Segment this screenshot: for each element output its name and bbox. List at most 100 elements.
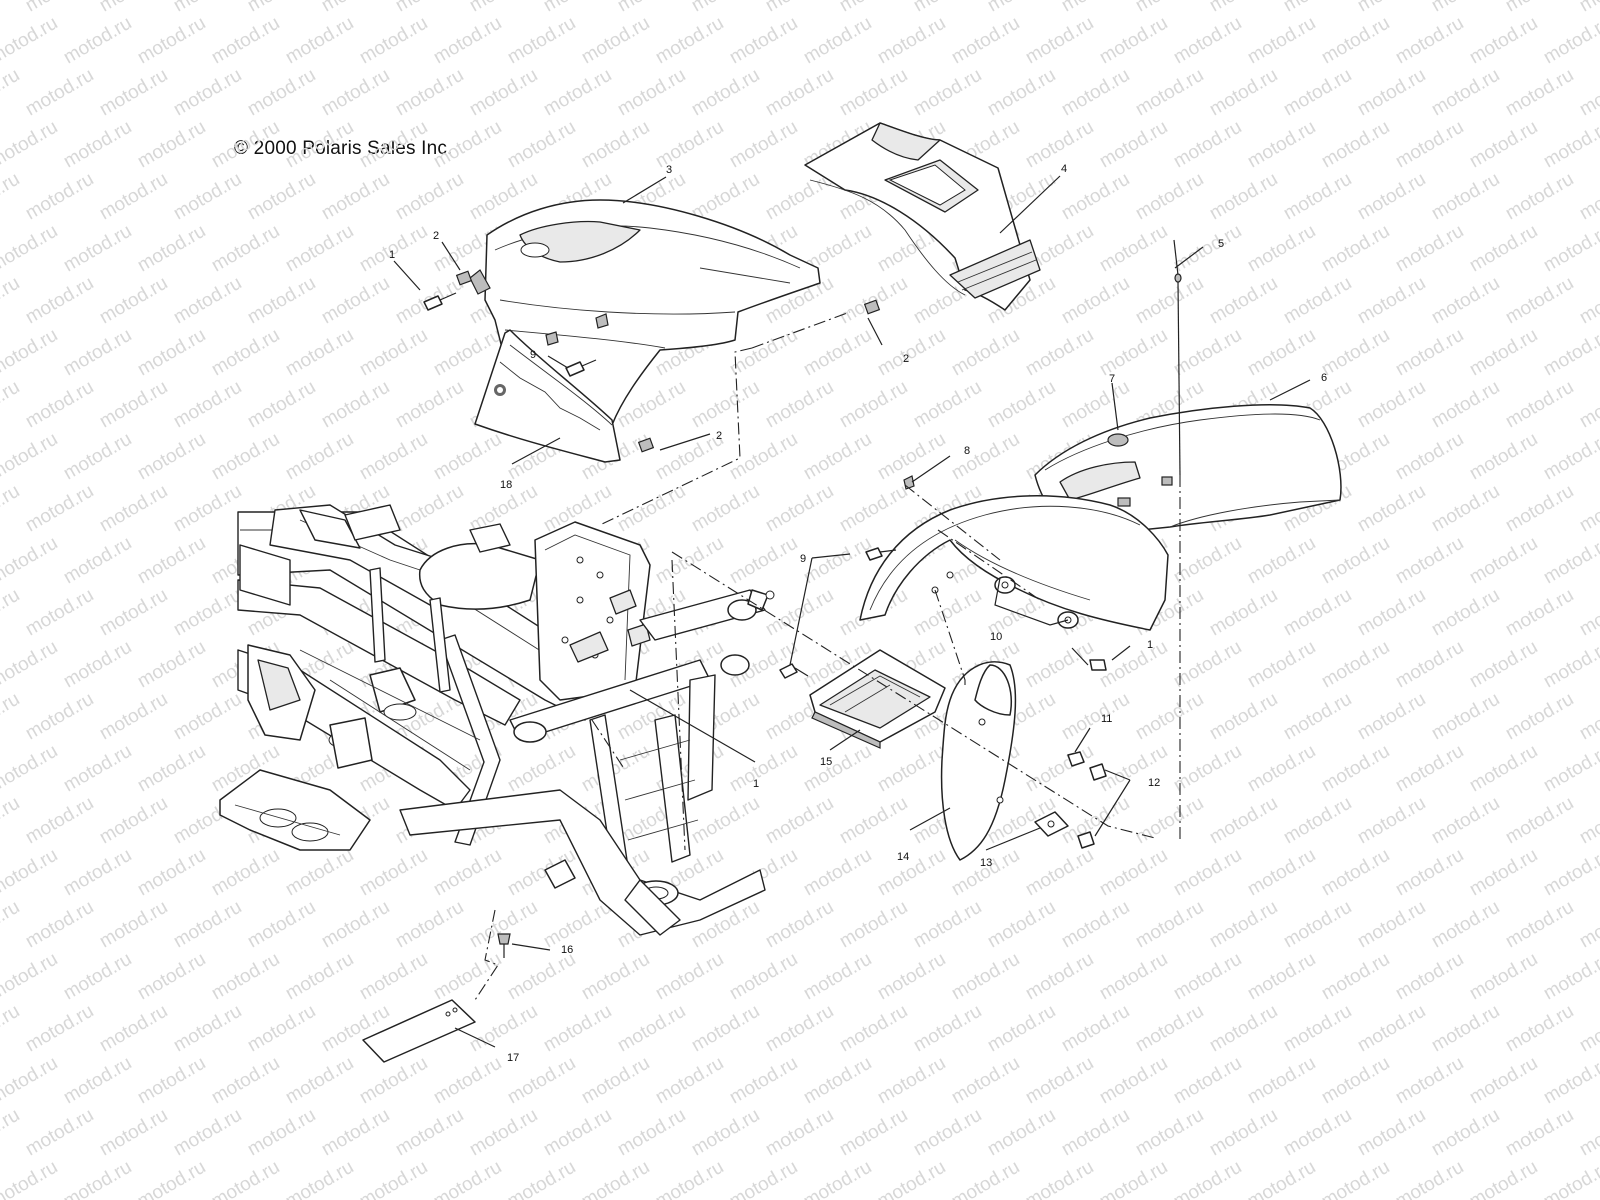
watermark-text: motod.ru (1206, 689, 1281, 745)
watermark-text: motod.ru (1280, 1001, 1355, 1057)
watermark-text: motod.ru (1428, 273, 1503, 329)
watermark-text: motod.ru (1428, 689, 1503, 745)
watermark-text: motod.ru (726, 13, 801, 69)
watermark-text: motod.ru (1428, 169, 1503, 225)
watermark-text: motod.ru (356, 1157, 431, 1200)
watermark-text: motod.ru (356, 949, 431, 1005)
watermark-text: motod.ru (762, 897, 837, 953)
watermark-text: motod.ru (1576, 1001, 1600, 1057)
watermark-text: motod.ru (1058, 793, 1133, 849)
watermark-text: motod.ru (1502, 0, 1577, 16)
watermark-text: motod.ru (1022, 741, 1097, 797)
watermark-text: motod.ru (1170, 221, 1245, 277)
watermark-text: motod.ru (1280, 897, 1355, 953)
watermark-text: motod.ru (60, 741, 135, 797)
watermark-text: motod.ru (282, 117, 357, 173)
watermark-text: motod.ru (1280, 793, 1355, 849)
watermark-text: motod.ru (1058, 897, 1133, 953)
watermark-text: motod.ru (726, 1053, 801, 1109)
watermark-text: motod.ru (1022, 117, 1097, 173)
watermark-text: motod.ru (1576, 585, 1600, 641)
watermark-text: motod.ru (96, 377, 171, 433)
watermark-text: motod.ru (96, 169, 171, 225)
watermark-text: motod.ru (762, 377, 837, 433)
watermark-text: motod.ru (652, 949, 727, 1005)
watermark-text: motod.ru (1022, 637, 1097, 693)
watermark-text: motod.ru (22, 1105, 97, 1161)
watermark-text: motod.ru (910, 897, 985, 953)
front-fender (859, 495, 1169, 631)
watermark-text: motod.ru (170, 169, 245, 225)
watermark-text: motod.ru (1244, 949, 1319, 1005)
callout-1: 1 (1147, 639, 1153, 651)
watermark-text: motod.ru (1354, 689, 1429, 745)
watermark-text: motod.ru (170, 585, 245, 641)
callout-2: 2 (433, 230, 439, 242)
watermark-text: motod.ru (800, 949, 875, 1005)
watermark-text: motod.ru (282, 1053, 357, 1109)
watermark-text: motod.ru (1354, 793, 1429, 849)
watermark-text: motod.ru (1058, 273, 1133, 329)
watermark-text: motod.ru (1206, 793, 1281, 849)
watermark-text: motod.ru (134, 949, 209, 1005)
watermark-text: motod.ru (726, 117, 801, 173)
watermark-text: motod.ru (1022, 845, 1097, 901)
watermark-text: motod.ru (1466, 845, 1541, 901)
watermark-text: motod.ru (874, 325, 949, 381)
watermark-text: motod.ru (1392, 221, 1467, 277)
watermark-text: motod.ru (1318, 741, 1393, 797)
watermark-text: motod.ru (1466, 117, 1541, 173)
watermark-text: motod.ru (1096, 13, 1171, 69)
watermark-text: motod.ru (1354, 377, 1429, 433)
watermark-text: motod.ru (1170, 117, 1245, 173)
part-4-console (804, 122, 1041, 311)
watermark-text: motod.ru (356, 325, 431, 381)
watermark-text: motod.ru (1058, 169, 1133, 225)
watermark-text: motod.ru (762, 1001, 837, 1057)
watermark-text: motod.ru (1058, 689, 1133, 745)
callout-3: 3 (666, 164, 672, 176)
watermark-text: motod.ru (1206, 65, 1281, 121)
watermark-text: motod.ru (356, 13, 431, 69)
watermark-text: motod.ru (504, 949, 579, 1005)
watermark-text: motod.ru (1280, 689, 1355, 745)
watermark-text: motod.ru (466, 1105, 541, 1161)
part-5-rod (1173, 239, 1182, 476)
watermark-text: motod.ru (874, 949, 949, 1005)
watermark-text: motod.ru (1502, 1105, 1577, 1161)
watermark-text: motod.ru (1244, 221, 1319, 277)
watermark-text: motod.ru (1318, 13, 1393, 69)
watermark-text: motod.ru (1318, 845, 1393, 901)
watermark-text: motod.ru (1318, 533, 1393, 589)
watermark-text: motod.ru (726, 325, 801, 381)
watermark-text: motod.ru (60, 1157, 135, 1200)
watermark-text: motod.ru (578, 1053, 653, 1109)
watermark-text: motod.ru (170, 689, 245, 745)
watermark-text: motod.ru (984, 377, 1059, 433)
watermark-text: motod.ru (1392, 533, 1467, 589)
watermark-text: motod.ru (652, 117, 727, 173)
watermark-text: motod.ru (1540, 221, 1600, 277)
watermark-text: motod.ru (1280, 273, 1355, 329)
watermark-text: motod.ru (0, 689, 23, 745)
watermark-text: motod.ru (1132, 65, 1207, 121)
watermark-text: motod.ru (1058, 1105, 1133, 1161)
watermark-text: motod.ru (1502, 169, 1577, 225)
watermark-text: motod.ru (874, 741, 949, 797)
watermark-text: motod.ru (134, 325, 209, 381)
watermark-text: motod.ru (1392, 117, 1467, 173)
watermark-text: motod.ru (170, 273, 245, 329)
watermark-text: motod.ru (1058, 1001, 1133, 1057)
watermark-text: motod.ru (910, 65, 985, 121)
watermark-text: motod.ru (0, 1053, 61, 1109)
watermark-text: motod.ru (1540, 949, 1600, 1005)
watermark-text: motod.ru (22, 689, 97, 745)
watermark-text: motod.ru (466, 65, 541, 121)
watermark-text: motod.ru (874, 1053, 949, 1109)
watermark-text: motod.ru (762, 481, 837, 537)
bolts-fender (779, 547, 1107, 679)
watermark-text: motod.ru (652, 1157, 727, 1200)
watermark-text: motod.ru (430, 13, 505, 69)
watermark-text: motod.ru (22, 0, 97, 16)
watermark-text: motod.ru (1392, 1053, 1467, 1109)
